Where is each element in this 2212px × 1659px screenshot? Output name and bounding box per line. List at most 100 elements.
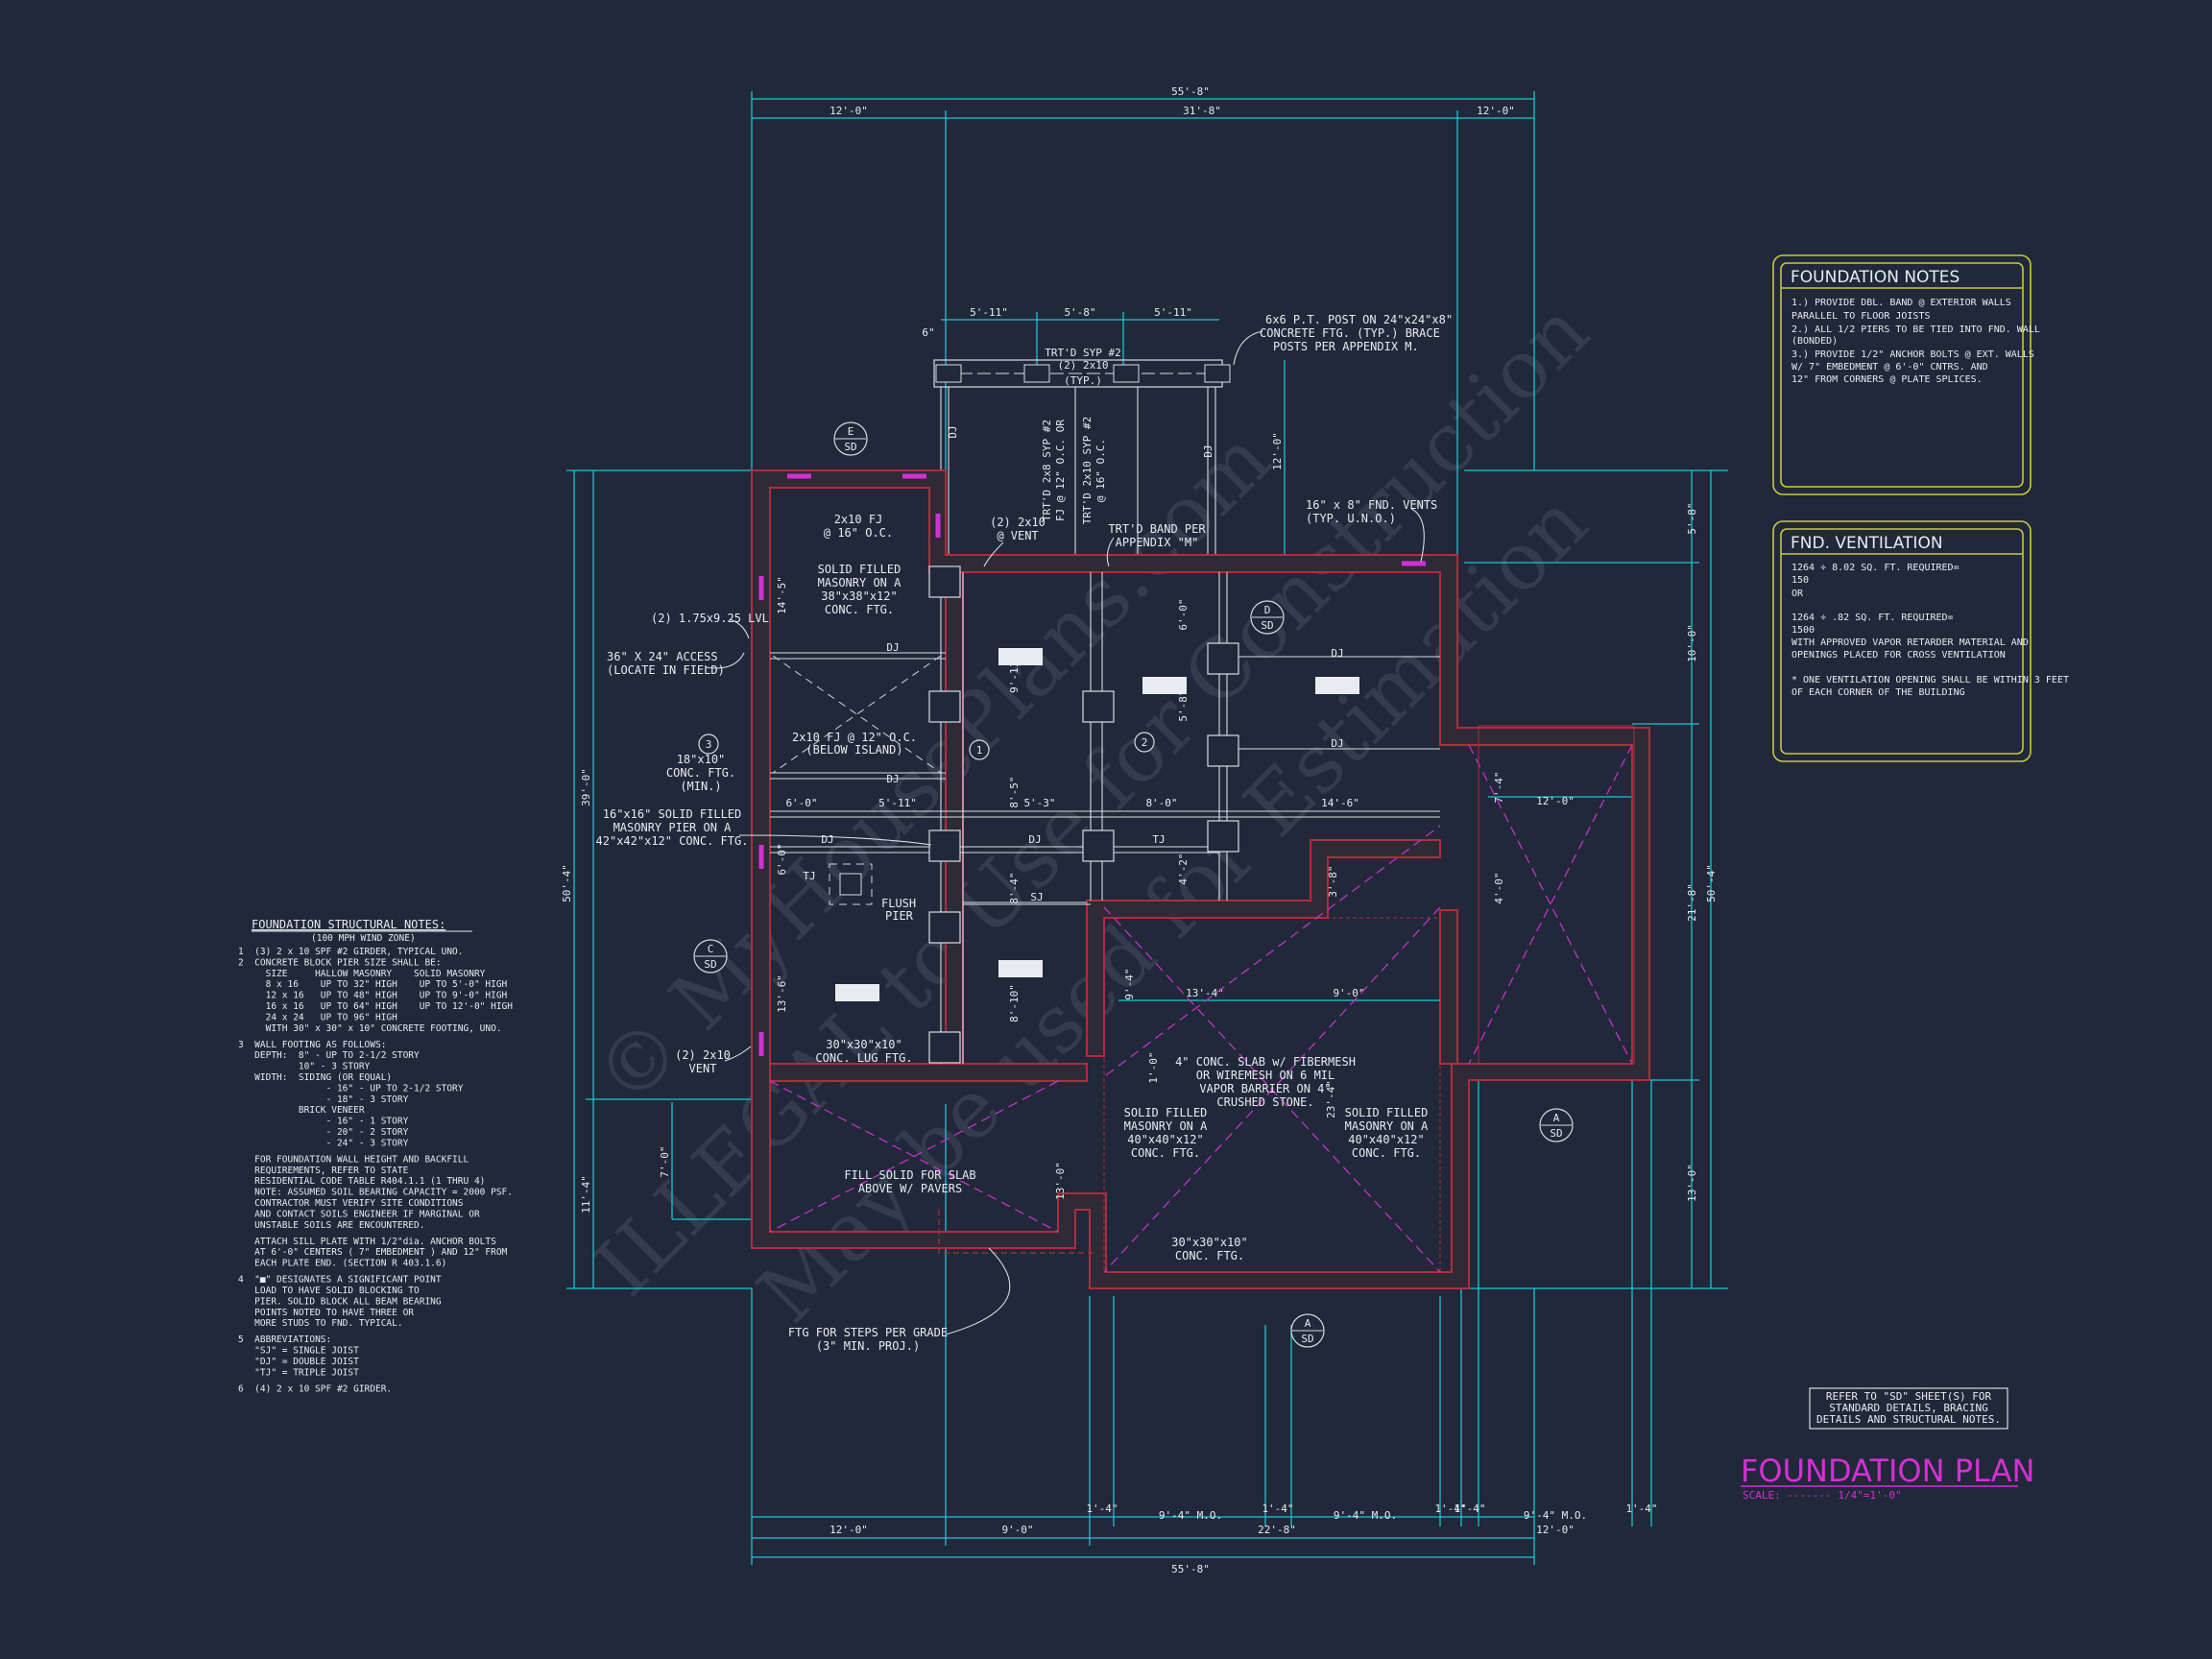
svg-text:(BONDED): (BONDED)	[1791, 336, 1838, 347]
structural-note-line: 2 CONCRETE BLOCK PIER SIZE SHALL BE:	[238, 957, 442, 968]
svg-text:APPENDIX "M": APPENDIX "M"	[1116, 536, 1199, 549]
svg-text:50'-4": 50'-4"	[1705, 864, 1718, 902]
structural-note-line: NOTE: ASSUMED SOIL BEARING CAPACITY = 20…	[238, 1188, 513, 1198]
svg-text:OF EACH CORNER OF THE BUILDING: OF EACH CORNER OF THE BUILDING	[1791, 687, 1965, 698]
svg-text:FTG FOR STEPS PER GRADE: FTG FOR STEPS PER GRADE	[788, 1326, 948, 1339]
svg-text:OPENINGS PLACED FOR CROSS VENT: OPENINGS PLACED FOR CROSS VENTILATION	[1791, 650, 2006, 661]
svg-text:(100 MPH WIND ZONE): (100 MPH WIND ZONE)	[311, 933, 416, 944]
svg-text:3.) PROVIDE 1/2" ANCHOR BOLTS: 3.) PROVIDE 1/2" ANCHOR BOLTS @ EXT. WAL…	[1791, 349, 2034, 360]
structural-note-line: 24 x 24 UP TO 96" HIGH	[238, 1012, 397, 1022]
svg-text:13'-4": 13'-4"	[1186, 987, 1224, 999]
svg-text:DJ: DJ	[947, 425, 959, 438]
structural-note-line: WITH 30" x 30" x 10" CONCRETE FOOTING, U…	[238, 1023, 502, 1034]
svg-text:4'-0": 4'-0"	[1493, 872, 1505, 903]
svg-text:55'-8": 55'-8"	[1171, 1563, 1210, 1575]
svg-text:DJ: DJ	[1331, 647, 1343, 660]
svg-text:5'-8": 5'-8"	[1064, 306, 1095, 319]
svg-text:OR WIREMESH ON 6 MIL: OR WIREMESH ON 6 MIL	[1196, 1069, 1335, 1082]
svg-text:12" FROM CORNERS @ PLATE SPLIC: 12" FROM CORNERS @ PLATE SPLICES.	[1791, 374, 1983, 385]
svg-text:TRT'D BAND PER: TRT'D BAND PER	[1108, 522, 1206, 536]
svg-text:W/ 7" EMBEDMENT @ 6'-0" CNTRS.: W/ 7" EMBEDMENT @ 6'-0" CNTRS. AND	[1791, 362, 1988, 373]
svg-text:DJ: DJ	[886, 773, 899, 785]
svg-text:3'-8": 3'-8"	[1327, 865, 1339, 897]
svg-text:2: 2	[1142, 736, 1148, 749]
svg-text:DJ: DJ	[1202, 445, 1214, 457]
section-marks: ESD DSD CSD ASD ASD 1 2 3	[693, 421, 1574, 1348]
structural-note-line: CONTRACTOR MUST VERIFY SITE CONDITIONS	[238, 1198, 464, 1209]
svg-text:5'-11": 5'-11"	[878, 797, 917, 809]
svg-text:(2) 2x10: (2) 2x10	[675, 1048, 731, 1062]
svg-text:(TYP. U.N.O.): (TYP. U.N.O.)	[1306, 512, 1396, 525]
svg-text:CONC. FTG.: CONC. FTG.	[1352, 1146, 1421, 1160]
svg-text:6'-0": 6'-0"	[776, 843, 788, 875]
svg-text:(2) 1.75x9.25 LVL: (2) 1.75x9.25 LVL	[651, 612, 769, 625]
structural-note-line: "TJ" = TRIPLE JOIST	[238, 1367, 359, 1378]
structural-note-line: POINTS NOTED TO HAVE THREE OR	[238, 1308, 414, 1318]
svg-text:12'-0": 12'-0"	[830, 1524, 868, 1536]
svg-text:TRT'D 2x8 SYP #2: TRT'D 2x8 SYP #2	[1041, 420, 1053, 521]
svg-text:@ 16" O.C.: @ 16" O.C.	[1094, 439, 1107, 502]
svg-text:5'-8": 5'-8"	[1686, 502, 1698, 534]
svg-text:11'-4": 11'-4"	[580, 1175, 592, 1214]
svg-text:8'-5": 8'-5"	[1008, 776, 1021, 807]
svg-text:12'-0": 12'-0"	[1477, 105, 1515, 117]
svg-text:TRT'D 2x10 SYP #2: TRT'D 2x10 SYP #2	[1081, 417, 1094, 525]
svg-text:6'-0": 6'-0"	[785, 797, 817, 809]
structural-note-line: PIER. SOLID BLOCK ALL BEAM BEARING	[238, 1296, 442, 1307]
top-dimensions: 55'-8" 12'-0" 31'-8" 12'-0" 5'-11" 5'-8"…	[751, 85, 1535, 557]
structural-note-line: 1 (3) 2 x 10 SPF #2 GIRDER, TYPICAL UNO.	[238, 947, 464, 957]
svg-text:9'-4" M.O.: 9'-4" M.O.	[1334, 1509, 1397, 1522]
note-tag-3: 3	[698, 733, 719, 755]
svg-text:DJ: DJ	[1331, 737, 1343, 750]
svg-text:55'-8": 55'-8"	[1171, 85, 1210, 98]
structural-note-line: RESIDENTIAL CODE TABLE R404.1.1 (1 THRU …	[238, 1176, 485, 1187]
structural-note-line: - 18" - 3 STORY	[238, 1094, 409, 1105]
svg-text:6": 6"	[922, 326, 934, 339]
svg-text:8'-10": 8'-10"	[1008, 984, 1021, 1022]
svg-text:OR: OR	[1791, 589, 1804, 599]
svg-text:STANDARD DETAILS, BRACING: STANDARD DETAILS, BRACING	[1829, 1402, 1988, 1414]
structural-note-line: 3 WALL FOOTING AS FOLLOWS:	[238, 1040, 386, 1050]
note-tag-1: 1	[969, 739, 990, 760]
svg-text:(2) 2x10: (2) 2x10	[990, 516, 1046, 529]
refer-note-box: REFER TO "SD" SHEET(S) FOR STANDARD DETA…	[1809, 1387, 2008, 1430]
svg-text:1'-4": 1'-4"	[1454, 1503, 1485, 1515]
svg-text:FILL SOLID FOR SLAB: FILL SOLID FOR SLAB	[844, 1168, 975, 1182]
callouts: 6x6 P.T. POST ON 24"x24"x8" CONCRETE FTG…	[596, 313, 1454, 1353]
svg-text:SD: SD	[1301, 1333, 1313, 1345]
svg-text:8'-0": 8'-0"	[1145, 797, 1177, 809]
svg-text:31'-8": 31'-8"	[1183, 105, 1221, 117]
svg-text:40"x40"x12": 40"x40"x12"	[1127, 1133, 1203, 1146]
svg-text:(3" MIN. PROJ.): (3" MIN. PROJ.)	[816, 1339, 920, 1353]
structural-note-line: DEPTH: 8" - UP TO 2-1/2 STORY	[238, 1050, 420, 1061]
front-porch: DJ DJ TRT'D SYP #2 (2) 2x10 (TYP.) TRT'D…	[933, 347, 1231, 565]
plan-title-block: FOUNDATION PLAN SCALE: ------- 1/4"=1'-0…	[1741, 1453, 2034, 1502]
svg-text:9'-0": 9'-0"	[1333, 987, 1364, 999]
svg-text:4" CONC. SLAB w/ FIBERMESH: 4" CONC. SLAB w/ FIBERMESH	[1175, 1055, 1356, 1069]
svg-text:MASONRY ON A: MASONRY ON A	[1345, 1119, 1429, 1133]
svg-text:40"x40"x12": 40"x40"x12"	[1348, 1133, 1424, 1146]
svg-text:12'-0": 12'-0"	[830, 105, 868, 117]
section-mark-c: CSD	[693, 939, 728, 974]
structural-note-line: 8 x 16 UP TO 32" HIGH UP TO 5'-0" HIGH	[238, 979, 508, 990]
svg-text:SOLID FILLED: SOLID FILLED	[1124, 1106, 1208, 1119]
structural-note-line: ATTACH SILL PLATE WITH 1/2"dia. ANCHOR B…	[238, 1237, 496, 1247]
svg-text:30"x30"x10": 30"x30"x10"	[826, 1038, 902, 1051]
girders-joists: DJ DJ DJ DJ TJ DJ DJ TJ SJ 6'-0" 5'-11" …	[770, 565, 1505, 1200]
structural-note-line: 12 x 16 UP TO 48" HIGH UP TO 9'-0" HIGH	[238, 991, 508, 1001]
structural-note-line: FOR FOUNDATION WALL HEIGHT AND BACKFILL	[238, 1154, 469, 1165]
svg-text:3: 3	[706, 738, 712, 751]
svg-text:22'-8": 22'-8"	[1258, 1524, 1296, 1536]
structural-note-line: AND CONTACT SOILS ENGINEER IF MARGINAL O…	[238, 1209, 480, 1219]
svg-text:150: 150	[1791, 575, 1809, 586]
svg-text:1500: 1500	[1791, 625, 1815, 636]
svg-text:TJ: TJ	[803, 870, 815, 882]
svg-text:7'-4": 7'-4"	[1493, 771, 1505, 803]
structural-note-line: LOAD TO HAVE SOLID BLOCKING TO	[238, 1286, 420, 1296]
svg-text:(BELOW ISLAND): (BELOW ISLAND)	[805, 743, 902, 757]
section-mark-d: DSD	[1250, 600, 1285, 635]
svg-text:(MIN.): (MIN.)	[680, 780, 721, 793]
structural-note-line: SIZE HALLOW MASONRY SOLID MASONRY	[238, 969, 486, 979]
svg-text:FOUNDATION STRUCTURAL NOTES:: FOUNDATION STRUCTURAL NOTES:	[252, 918, 445, 931]
svg-text:42"x42"x12" CONC. FTG.: 42"x42"x12" CONC. FTG.	[596, 834, 749, 848]
